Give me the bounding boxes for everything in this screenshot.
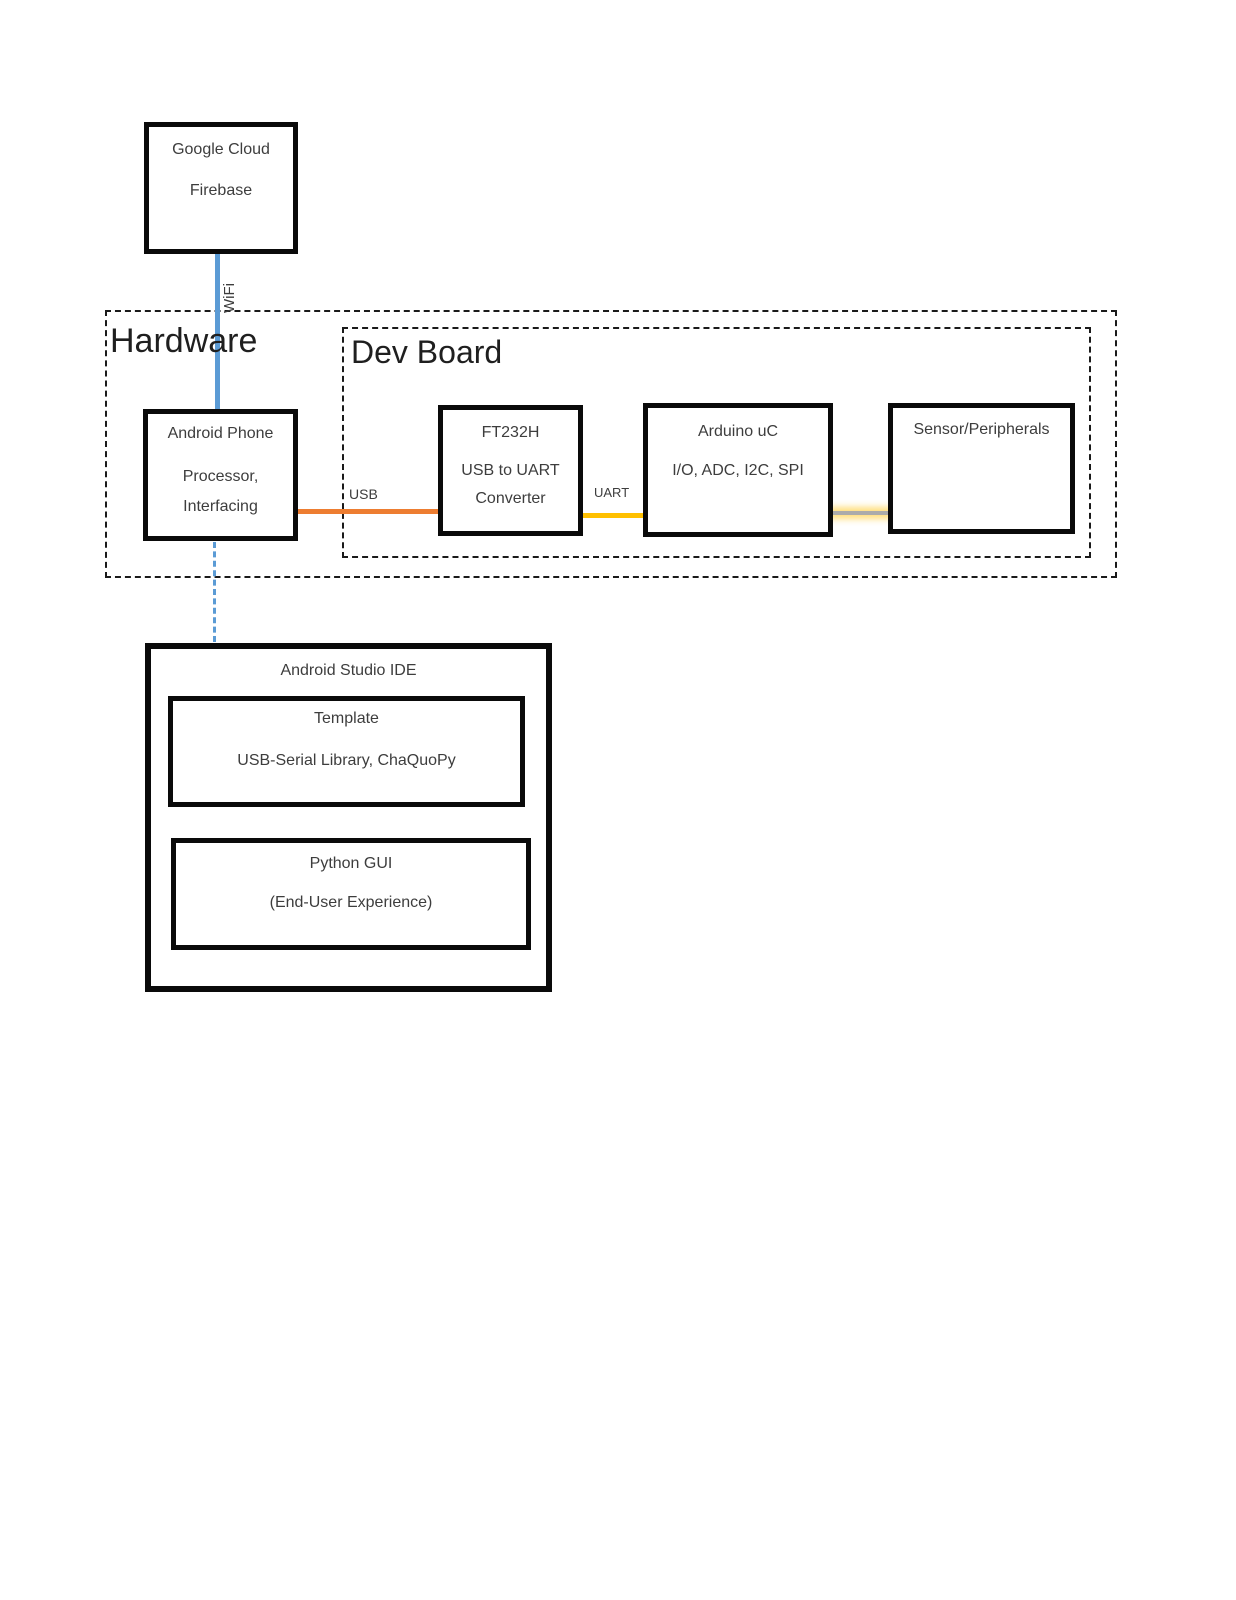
android-phone-line3: Interfacing [183,498,258,515]
hardware-group-label: Hardware [110,322,258,360]
arduino-uc-box: Arduino uC I/O, ADC, I2C, SPI [643,403,833,537]
template-line2: USB-Serial Library, ChaQuoPy [237,752,456,769]
dev-board-group-outline [342,327,1091,558]
android-phone-title: Android Phone [167,425,274,442]
android-phone-line2: Processor, [182,468,259,485]
sensor-peripherals-box: Sensor/Peripherals [888,403,1075,534]
phone-ide-dashed-connector-line [213,542,216,642]
python-gui-line2: (End-User Experience) [269,894,433,911]
ft232h-box: FT232H USB to UART Converter [438,405,583,536]
cloud-box-subtitle: Firebase [189,182,253,199]
uart-connector-label: UART [594,485,630,500]
wifi-connector-label: WiFi [221,283,238,313]
template-title: Template [314,710,379,727]
hardware-group-outline [105,310,1117,578]
python-gui-box: Python GUI (End-User Experience) [171,838,531,950]
usb-connector-label: USB [349,486,378,502]
usb-connector-line [297,509,439,514]
android-phone-box: Android Phone Processor, Interfacing [143,409,298,541]
arduino-title: Arduino uC [697,423,779,440]
google-cloud-firebase-box: Google Cloud Firebase [144,122,298,254]
uart-connector-line [582,513,644,518]
ft232h-title: FT232H [481,424,540,441]
ide-title: Android Studio IDE [280,662,417,679]
ft232h-line3: Converter [475,490,546,507]
python-gui-title: Python GUI [309,855,393,872]
arduino-sensor-connector-line [832,511,889,515]
wifi-connector-line [215,253,220,410]
cloud-box-title: Google Cloud [172,141,270,158]
template-box: Template USB-Serial Library, ChaQuoPy [168,696,525,807]
ft232h-line2: USB to UART [461,462,560,479]
dev-board-group-label: Dev Board [351,334,503,370]
sensor-title: Sensor/Peripherals [913,421,1050,438]
arduino-line2: I/O, ADC, I2C, SPI [672,462,804,479]
